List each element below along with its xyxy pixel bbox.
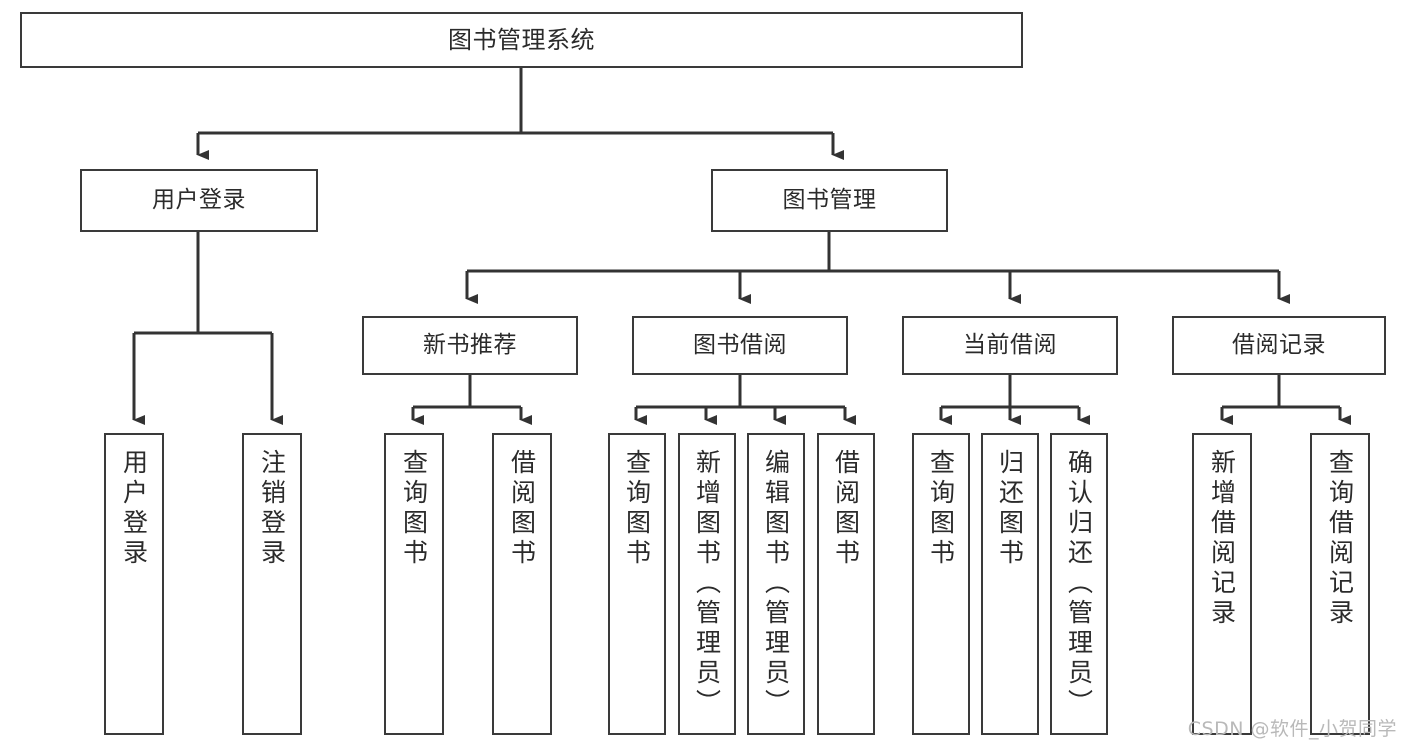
node-label: 新增图书（管理员） xyxy=(692,449,722,719)
node-label: 图书借阅 xyxy=(693,331,787,358)
leaf-query-book-current[interactable]: 查询图书 xyxy=(912,433,970,735)
leaf-query-book-recommend[interactable]: 查询图书 xyxy=(384,433,444,735)
node-book-management[interactable]: 图书管理 xyxy=(711,169,948,232)
node-label: 借阅图书 xyxy=(507,449,537,569)
node-label: 查询图书 xyxy=(399,449,429,569)
node-label: 图书管理 xyxy=(782,186,877,213)
leaf-add-borrow-record[interactable]: 新增借阅记录 xyxy=(1192,433,1252,735)
leaf-edit-book-admin[interactable]: 编辑图书（管理员） xyxy=(747,433,805,735)
node-label: 编辑图书（管理员） xyxy=(761,449,791,719)
node-label: 当前借阅 xyxy=(963,331,1057,358)
watermark-text: CSDN @软件_小贺同学 xyxy=(1187,718,1397,740)
node-label: 注销登录 xyxy=(257,449,287,569)
leaf-add-book-admin[interactable]: 新增图书（管理员） xyxy=(678,433,736,735)
node-label: 查询图书 xyxy=(622,449,652,569)
leaf-query-book-borrow[interactable]: 查询图书 xyxy=(608,433,666,735)
node-label: 借阅图书 xyxy=(831,449,861,569)
node-root-system[interactable]: 图书管理系统 xyxy=(20,12,1023,68)
node-label: 用户登录 xyxy=(152,186,246,213)
leaf-borrow-book[interactable]: 借阅图书 xyxy=(817,433,875,735)
leaf-confirm-return-admin[interactable]: 确认归还（管理员） xyxy=(1050,433,1108,735)
node-current-borrow[interactable]: 当前借阅 xyxy=(902,316,1118,375)
node-label: 新书推荐 xyxy=(423,331,517,358)
node-borrow-record[interactable]: 借阅记录 xyxy=(1172,316,1386,375)
node-label: 图书管理系统 xyxy=(448,25,595,54)
node-user-login[interactable]: 用户登录 xyxy=(80,169,318,232)
node-label: 借阅记录 xyxy=(1232,331,1326,358)
node-book-borrow[interactable]: 图书借阅 xyxy=(632,316,848,375)
leaf-borrow-book-recommend[interactable]: 借阅图书 xyxy=(492,433,552,735)
node-label: 用户登录 xyxy=(119,449,149,569)
node-label: 查询借阅记录 xyxy=(1325,449,1355,629)
node-new-book-recommend[interactable]: 新书推荐 xyxy=(362,316,578,375)
leaf-user-login[interactable]: 用户登录 xyxy=(104,433,164,735)
leaf-return-book[interactable]: 归还图书 xyxy=(981,433,1039,735)
node-label: 查询图书 xyxy=(926,449,956,569)
leaf-query-borrow-record[interactable]: 查询借阅记录 xyxy=(1310,433,1370,735)
node-label: 新增借阅记录 xyxy=(1207,449,1237,629)
leaf-logout-login[interactable]: 注销登录 xyxy=(242,433,302,735)
node-label: 确认归还（管理员） xyxy=(1064,449,1094,719)
node-label: 归还图书 xyxy=(995,449,1025,569)
